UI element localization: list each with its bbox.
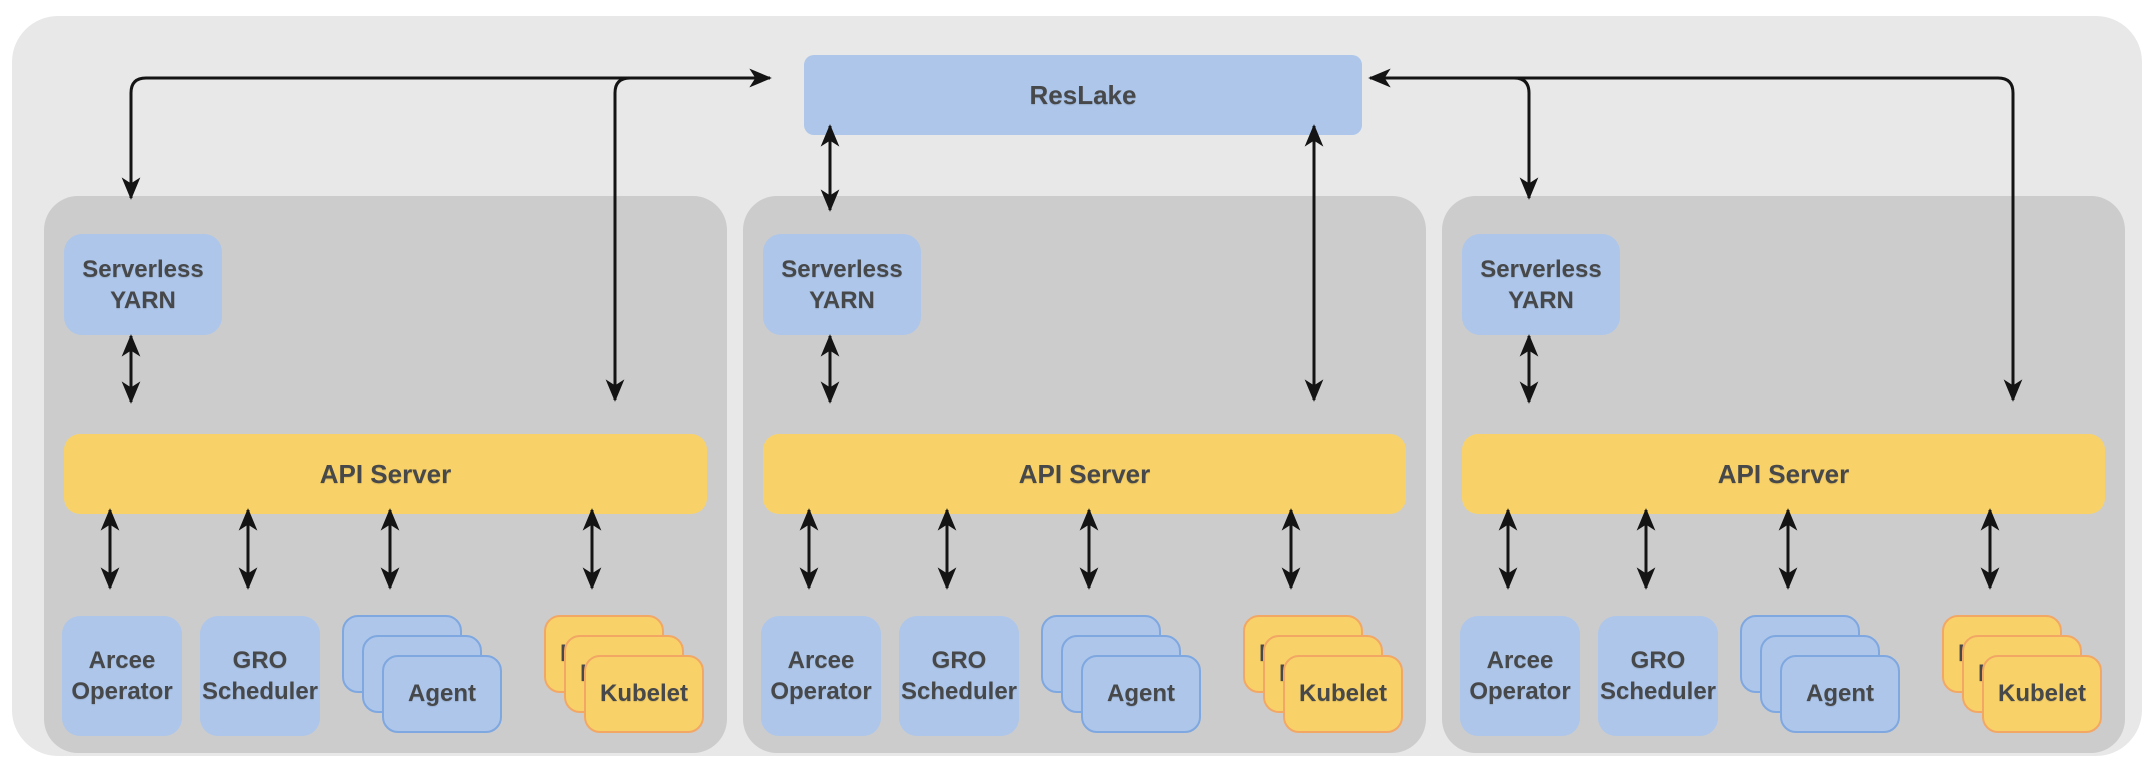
gro-label-line2: Scheduler [900, 678, 1018, 705]
gro-label-line1: GRO [1630, 647, 1686, 674]
platform-container: ResLake Serverless YARN API Server Arcee… [12, 16, 2142, 756]
cluster-1: Serverless YARN API Server Arcee Operato… [44, 196, 727, 753]
gro-label-line2: Scheduler [1599, 678, 1717, 705]
yarn-label-line1: Serverless [82, 255, 204, 283]
api-server-node: API Server [1462, 434, 2105, 514]
serverless-yarn-node: Serverless YARN [64, 234, 222, 335]
agent-stack: Agent Agent Agent [1041, 615, 1201, 733]
arcee-label-line2: Operator [1469, 678, 1571, 705]
kubelet-label: Kubelet [599, 680, 688, 707]
agent-stack: Agent Agent Agent [1740, 615, 1900, 733]
arcee-label-line2: Operator [71, 678, 173, 705]
api-server-node: API Server [64, 434, 707, 514]
arcee-operator-node: Arcee Operator [62, 616, 182, 736]
cluster-3: Serverless YARN API Server Arcee Operato… [1442, 196, 2125, 753]
api-server-label: API Server [1717, 458, 1850, 489]
yarn-label-line2: YARN [1508, 286, 1574, 314]
cluster-2: Serverless YARN API Server Arcee Operato… [743, 196, 1426, 753]
gro-scheduler-node: GRO Scheduler [899, 616, 1019, 736]
agent-stack: Agent Agent Agent [342, 615, 502, 733]
api-server-label: API Server [1018, 458, 1151, 489]
agent-node-front: Agent [1780, 655, 1900, 733]
agent-label: Agent [1806, 680, 1874, 707]
yarn-label-line2: YARN [110, 286, 176, 314]
arcee-label-line1: Arcee [1486, 647, 1554, 674]
agent-label: Agent [408, 680, 476, 707]
api-server-node: API Server [763, 434, 1406, 514]
arcee-operator-node: Arcee Operator [1460, 616, 1580, 736]
kubelet-stack: Kubelet Kubelet Kubelet [1942, 615, 2102, 733]
gro-label-line1: GRO [931, 647, 987, 674]
kubelet-stack: Kubelet Kubelet Kubelet [1243, 615, 1403, 733]
api-server-label: API Server [319, 458, 452, 489]
arcee-operator-node: Arcee Operator [761, 616, 881, 736]
arcee-label-line1: Arcee [787, 647, 855, 674]
gro-label-line2: Scheduler [201, 678, 319, 705]
kubelet-node-front: Kubelet [584, 655, 704, 733]
serverless-yarn-node: Serverless YARN [1462, 234, 1620, 335]
yarn-label-line1: Serverless [1480, 255, 1602, 283]
reslake-node: ResLake [804, 55, 1362, 135]
kubelet-label: Kubelet [1298, 680, 1387, 707]
serverless-yarn-node: Serverless YARN [763, 234, 921, 335]
agent-label: Agent [1107, 680, 1175, 707]
kubelet-stack: Kubelet Kubelet Kubelet [544, 615, 704, 733]
agent-node-front: Agent [1081, 655, 1201, 733]
yarn-label-line2: YARN [809, 286, 875, 314]
agent-node-front: Agent [382, 655, 502, 733]
yarn-label-line1: Serverless [781, 255, 903, 283]
kubelet-label: Kubelet [1997, 680, 2086, 707]
kubelet-node-front: Kubelet [1982, 655, 2102, 733]
arcee-label-line1: Arcee [88, 647, 156, 674]
kubelet-node-front: Kubelet [1283, 655, 1403, 733]
gro-label-line1: GRO [232, 647, 288, 674]
arcee-label-line2: Operator [770, 678, 872, 705]
gro-scheduler-node: GRO Scheduler [200, 616, 320, 736]
reslake-label: ResLake [1029, 79, 1137, 110]
gro-scheduler-node: GRO Scheduler [1598, 616, 1718, 736]
